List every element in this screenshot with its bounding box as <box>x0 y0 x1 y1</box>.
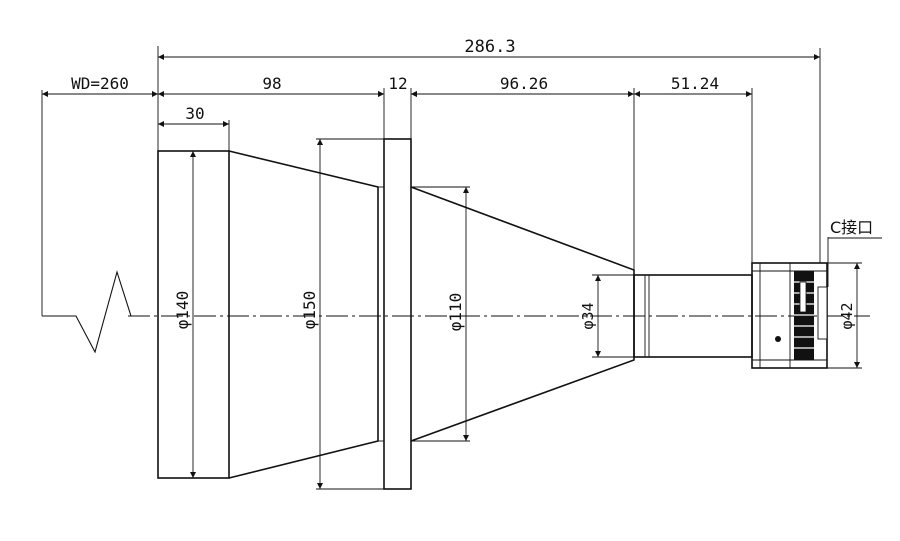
c-mount-label: C接口 <box>830 218 873 237</box>
set-screw-dot <box>775 336 781 342</box>
front-cone <box>228 150 379 479</box>
knurled-ring <box>794 271 828 360</box>
dim-front-barrel: 30 <box>185 104 204 123</box>
dia-front: φ140 <box>173 291 192 330</box>
diameter-dimensions <box>190 139 860 489</box>
lens-body <box>157 138 828 490</box>
dim-flange-thickness: 12 <box>388 74 407 93</box>
rear-cone <box>410 186 635 442</box>
dim-middle-section: 96.26 <box>500 74 548 93</box>
dim-total-length: 286.3 <box>464 37 515 57</box>
dim-front-section: 98 <box>262 74 281 93</box>
dim-rear-section: 51.24 <box>671 74 719 93</box>
front-barrel <box>157 150 230 479</box>
flange <box>383 138 412 490</box>
dia-mount: φ42 <box>838 302 856 329</box>
dia-cone: φ110 <box>446 293 465 332</box>
dia-tube: φ34 <box>579 302 597 329</box>
horizontal-dimensions <box>42 54 820 127</box>
working-distance-break-symbol <box>42 270 148 354</box>
dim-working-distance: WD=260 <box>71 74 129 93</box>
extension-lines <box>41 46 862 490</box>
dia-flange: φ150 <box>300 291 319 330</box>
